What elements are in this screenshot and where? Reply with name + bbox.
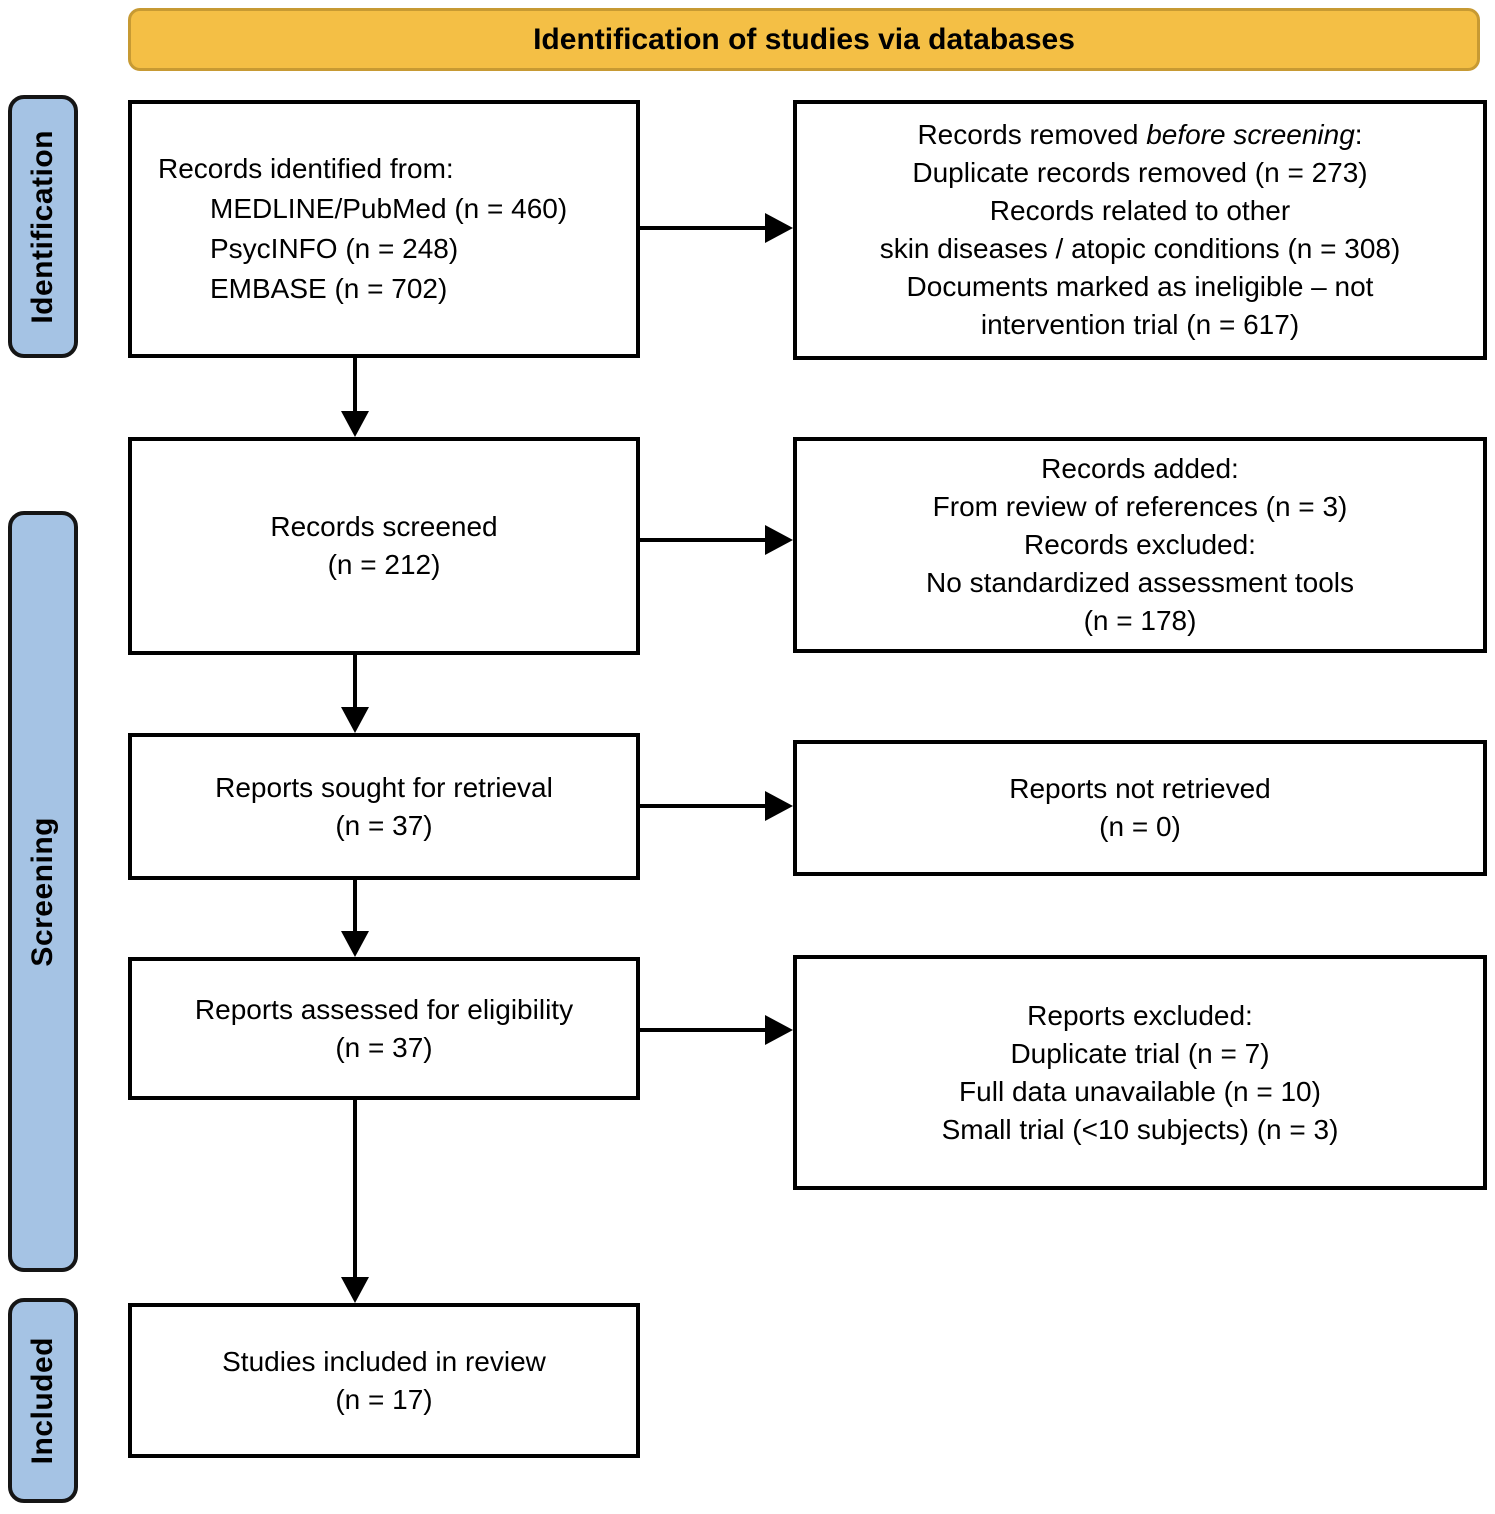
box-records-removed: Records removed before screening: Duplic… [793, 100, 1487, 360]
arrow-screened-to-sought-line [353, 655, 357, 711]
reports-excluded-title: Reports excluded: [1027, 999, 1253, 1031]
records-excluded-line: No standardized assessment tools [926, 567, 1354, 598]
box-reports-assessed: Reports assessed for eligibility (n = 37… [128, 957, 640, 1100]
stage-screening-label: Screening [26, 816, 59, 967]
reports-not-retrieved-line: Reports not retrieved [1009, 773, 1271, 804]
records-removed-title: Records removed before screening: [917, 116, 1362, 154]
arrow-down-icon [341, 1277, 369, 1303]
records-removed-title-suffix: : [1354, 119, 1363, 150]
records-removed-line: Documents marked as ineligible – not [906, 271, 1374, 302]
reports-sought-line: Reports sought for retrieval [215, 771, 553, 803]
arrow-assessed-to-included-line [353, 1100, 357, 1281]
records-removed-title-italic: before screening [1146, 119, 1355, 150]
box-reports-not-retrieved: Reports not retrieved (n = 0) [793, 740, 1487, 876]
box-records-identified: Records identified from: MEDLINE/PubMed … [128, 100, 640, 358]
reports-excluded-line: Duplicate trial (n = 7) [1010, 1037, 1270, 1069]
stage-identification-label: Identification [26, 129, 59, 324]
box-records-screened: Records screened (n = 212) [128, 437, 640, 655]
records-removed-line: Records related to other [989, 195, 1291, 226]
box-records-added-excluded: Records added: From review of references… [793, 437, 1487, 653]
box-reports-excluded: Reports excluded: Duplicate trial (n = 7… [793, 955, 1487, 1190]
records-screened-count: (n = 212) [327, 549, 441, 580]
reports-sought-count: (n = 37) [335, 809, 433, 841]
arrow-sought-to-assessed-line [353, 880, 357, 935]
arrow-down-icon [341, 411, 369, 437]
records-identified-source-medline: MEDLINE/PubMed (n = 460) [210, 193, 568, 224]
arrow-identified-to-screened-line [353, 358, 357, 415]
diagram-title: Identification of studies via databases [533, 22, 1075, 56]
records-removed-line: intervention trial (n = 617) [980, 309, 1300, 340]
box-reports-sought: Reports sought for retrieval (n = 37) [128, 733, 640, 880]
box-studies-included: Studies included in review (n = 17) [128, 1303, 640, 1458]
arrow-down-icon [341, 707, 369, 733]
arrow-screened-to-excluded-line [640, 538, 769, 542]
records-screened-line: Records screened [270, 511, 498, 542]
arrow-right-icon [765, 791, 793, 821]
records-excluded-line: Records excluded: [1024, 529, 1256, 560]
stage-tab-screening: Screening [8, 511, 78, 1272]
arrow-assessed-to-excluded-line [640, 1028, 769, 1032]
studies-included-line: Studies included in review [222, 1345, 546, 1377]
stage-tab-identification: Identification [8, 95, 78, 358]
reports-excluded-line: Small trial (<10 subjects) (n = 3) [941, 1113, 1339, 1145]
records-removed-line: skin diseases / atopic conditions (n = 3… [879, 233, 1401, 264]
arrow-down-icon [341, 931, 369, 957]
arrow-right-icon [765, 525, 793, 555]
stage-included-label: Included [26, 1336, 59, 1465]
reports-excluded-line: Full data unavailable (n = 10) [959, 1075, 1321, 1107]
reports-not-retrieved-count: (n = 0) [1099, 811, 1181, 842]
reports-assessed-line: Reports assessed for eligibility [194, 993, 574, 1025]
arrow-identified-to-removed-line [640, 226, 769, 230]
diagram-title-banner: Identification of studies via databases [128, 8, 1480, 71]
reports-assessed-count: (n = 37) [335, 1031, 433, 1063]
studies-included-count: (n = 17) [335, 1383, 433, 1415]
records-identified-source-embase: EMBASE (n = 702) [210, 273, 448, 304]
records-removed-line: Duplicate records removed (n = 273) [912, 157, 1368, 188]
records-identified-title: Records identified from: [158, 153, 454, 184]
records-identified-source-psycinfo: PsycINFO (n = 248) [210, 233, 459, 264]
stage-tab-included: Included [8, 1298, 78, 1503]
arrow-right-icon [765, 213, 793, 243]
records-excluded-count: (n = 178) [1083, 605, 1197, 636]
records-added-line: From review of references (n = 3) [932, 491, 1348, 522]
records-removed-title-prefix: Records removed [917, 119, 1147, 150]
arrow-right-icon [765, 1015, 793, 1045]
records-added-line: Records added: [1041, 453, 1239, 484]
arrow-sought-to-notretrieved-line [640, 804, 769, 808]
